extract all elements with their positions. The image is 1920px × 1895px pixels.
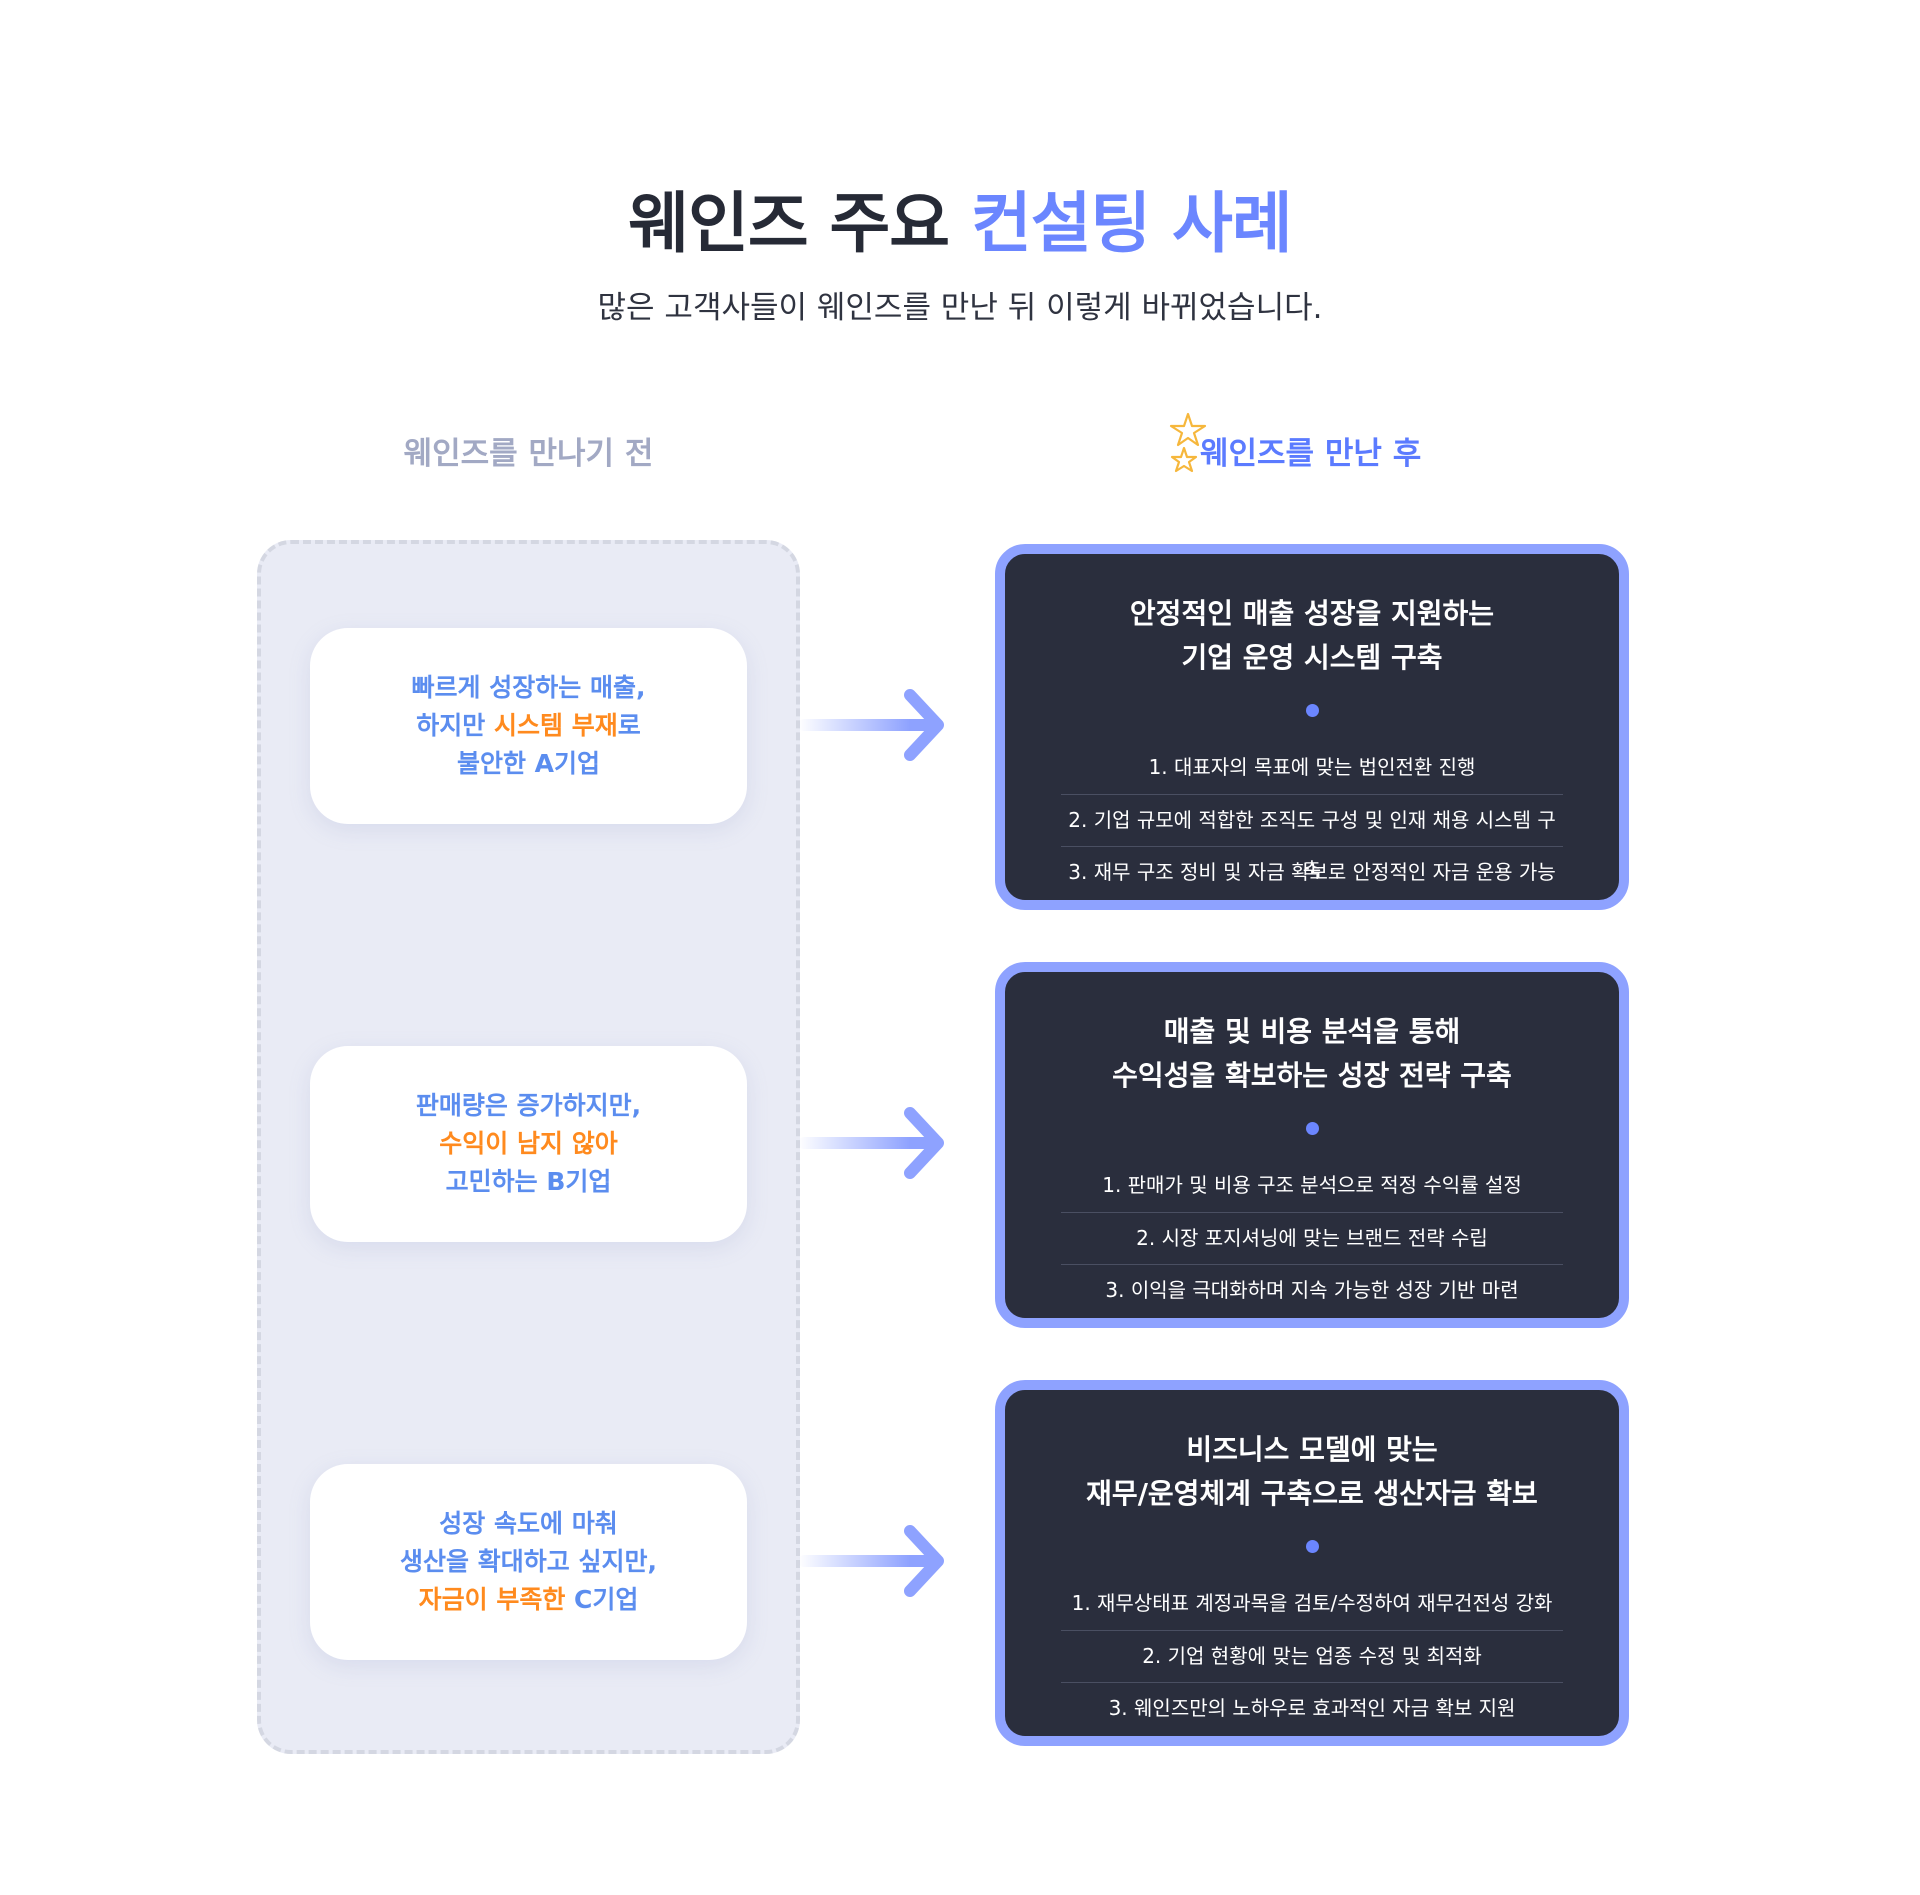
- title-accent: 컨설팅 사례: [970, 185, 1293, 262]
- before-card-text-part: 하지만: [416, 711, 494, 740]
- after-column-label: 웨인즈를 만난 후: [1200, 436, 1422, 472]
- before-card-line: 빠르게 성장하는 매출,: [411, 673, 646, 702]
- bullet-dot: [1306, 704, 1319, 717]
- after-card-heading: 매출 및 비용 분석을 통해 수익성을 확보하는 성장 전략 구축: [1005, 1010, 1619, 1098]
- after-card-heading-line: 기업 운영 시스템 구축: [1181, 641, 1443, 674]
- list-item: 3. 이익을 극대화하며 지속 가능한 성장 기반 마련: [1061, 1264, 1563, 1316]
- after-card-heading: 안정적인 매출 성장을 지원하는 기업 운영 시스템 구축: [1005, 592, 1619, 680]
- after-card-b: 매출 및 비용 분석을 통해 수익성을 확보하는 성장 전략 구축 1. 판매가…: [995, 962, 1629, 1328]
- before-card-line: 자금이 부족한 C기업: [400, 1581, 657, 1619]
- title-main: 웨인즈 주요: [628, 185, 971, 262]
- after-card-heading-line: 매출 및 비용 분석을 통해: [1163, 1015, 1461, 1048]
- before-card-text-part: C기업: [565, 1585, 639, 1614]
- arrow-right-icon: [798, 1525, 944, 1597]
- before-card-line: 고민하는 B기업: [445, 1167, 612, 1196]
- page-title: 웨인즈 주요 컨설팅 사례: [0, 170, 1920, 266]
- before-card-highlight: 시스템 부재: [493, 711, 618, 740]
- after-card-heading: 비즈니스 모델에 맞는 재무/운영체계 구축으로 생산자금 확보: [1005, 1428, 1619, 1516]
- before-card-line: 성장 속도에 마춰: [439, 1509, 618, 1538]
- before-card-text-part: 로: [617, 711, 641, 740]
- list-item: 2. 시장 포지셔닝에 맞는 브랜드 전략 수립: [1061, 1212, 1563, 1264]
- before-card-highlight: 자금이 부족한: [418, 1585, 566, 1614]
- before-column-label: 웨인즈를 만나기 전: [403, 436, 654, 472]
- after-card-c: 비즈니스 모델에 맞는 재무/운영체계 구축으로 생산자금 확보 1. 재무상태…: [995, 1380, 1629, 1746]
- list-item: 1. 대표자의 목표에 맞는 법인전환 진행: [1148, 755, 1476, 779]
- after-card-heading-line: 재무/운영체계 구축으로 생산자금 확보: [1086, 1477, 1538, 1510]
- before-card-text: 빠르게 성장하는 매출, 하지만 시스템 부재로 불안한 A기업: [412, 669, 646, 783]
- list-item: 2. 기업 규모에 적합한 조직도 구성 및 인재 채용 시스템 구축: [1061, 794, 1563, 882]
- bullet-dot: [1306, 1122, 1319, 1135]
- arrow-right-icon: [798, 1107, 944, 1179]
- page-subtitle: 많은 고객사들이 웨인즈를 만난 뒤 이렇게 바뀌었습니다.: [597, 290, 1323, 326]
- before-card-highlight: 수익이 남지 않아: [439, 1129, 618, 1158]
- list-item: 1. 재무상태표 계정과목을 검토/수정하여 재무건전성 강화: [1071, 1591, 1553, 1615]
- before-card-b: 판매량은 증가하지만, 수익이 남지 않아 고민하는 B기업: [310, 1046, 747, 1242]
- before-card-text: 성장 속도에 마춰 생산을 확대하고 싶지만, 자금이 부족한 C기업: [400, 1505, 657, 1619]
- list-item: 2. 기업 현황에 맞는 업종 수정 및 최적화: [1061, 1630, 1563, 1682]
- after-card-list: 1. 재무상태표 계정과목을 검토/수정하여 재무건전성 강화 2. 기업 현황…: [1061, 1578, 1563, 1734]
- list-item: 1. 판매가 및 비용 구조 분석으로 적정 수익률 설정: [1102, 1173, 1522, 1197]
- before-card-a: 빠르게 성장하는 매출, 하지만 시스템 부재로 불안한 A기업: [310, 628, 747, 824]
- arrow-right-icon: [798, 689, 944, 761]
- bullet-dot: [1306, 1540, 1319, 1553]
- after-card-a: 안정적인 매출 성장을 지원하는 기업 운영 시스템 구축 1. 대표자의 목표…: [995, 544, 1629, 910]
- after-card-heading-line: 수익성을 확보하는 성장 전략 구축: [1112, 1059, 1512, 1092]
- after-card-heading-line: 안정적인 매출 성장을 지원하는: [1129, 597, 1495, 630]
- star-doodle-icon: [1169, 412, 1207, 473]
- after-card-list: 1. 대표자의 목표에 맞는 법인전환 진행 2. 기업 규모에 적합한 조직도…: [1061, 742, 1563, 898]
- before-card-text: 판매량은 증가하지만, 수익이 남지 않아 고민하는 B기업: [416, 1087, 641, 1201]
- before-card-c: 성장 속도에 마춰 생산을 확대하고 싶지만, 자금이 부족한 C기업: [310, 1464, 747, 1660]
- list-item: 3. 웨인즈만의 노하우로 효과적인 자금 확보 지원: [1061, 1682, 1563, 1734]
- before-card-line: 불안한 A기업: [456, 749, 601, 778]
- after-card-list: 1. 판매가 및 비용 구조 분석으로 적정 수익률 설정 2. 시장 포지셔닝…: [1061, 1160, 1563, 1316]
- after-card-heading-line: 비즈니스 모델에 맞는: [1186, 1433, 1438, 1466]
- before-card-line: 생산을 확대하고 싶지만,: [400, 1547, 657, 1576]
- list-item: 3. 재무 구조 정비 및 자금 확보로 안정적인 자금 운용 가능: [1061, 846, 1563, 898]
- before-card-line: 판매량은 증가하지만,: [415, 1091, 642, 1120]
- before-card-line: 하지만 시스템 부재로: [412, 707, 646, 745]
